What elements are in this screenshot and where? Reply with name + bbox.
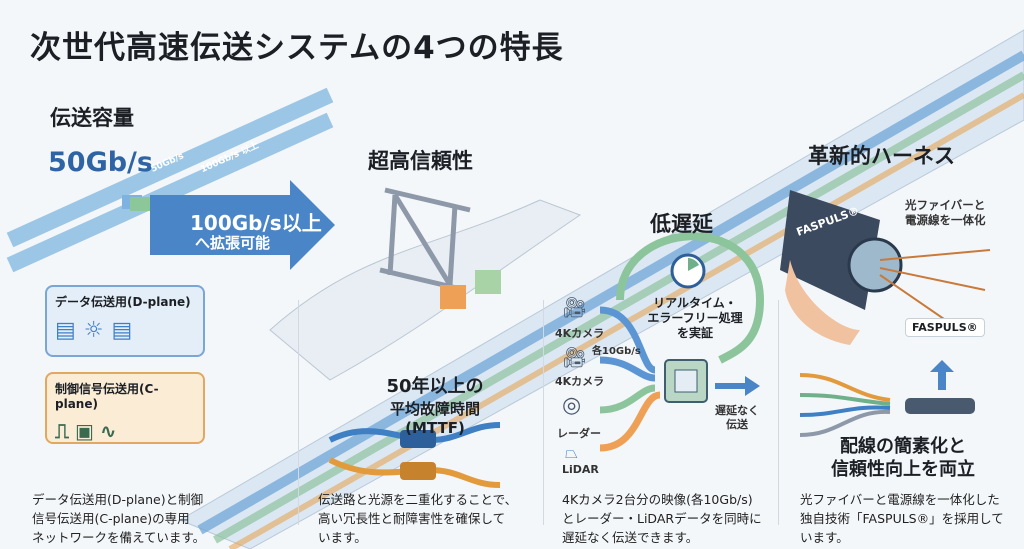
output-arrow xyxy=(715,376,760,396)
tower-icon xyxy=(379,187,471,293)
divider xyxy=(778,300,779,525)
document-icons: ▤☼▤ xyxy=(55,318,141,343)
data-packet xyxy=(440,285,466,309)
output-label: 遅延なく伝送 xyxy=(715,404,759,431)
wiring-simplify-icon xyxy=(799,360,975,437)
source-label: レーダー xyxy=(557,427,601,440)
redundant-loop xyxy=(269,199,582,381)
c-plane-box: 制御信号伝送用(C-plane) ⎍▣∿ xyxy=(45,372,205,444)
latency-description: 4Kカメラ2台分の映像(各10Gb/s)とレーダー・LiDARデータを同時に遅延… xyxy=(562,492,762,545)
stopwatch-icon xyxy=(670,253,706,289)
signal-chip-icons: ⎍▣∿ xyxy=(55,419,123,443)
radar-icon: ◎ xyxy=(562,393,582,418)
data-packet xyxy=(130,197,150,211)
source-label: 4Kカメラ xyxy=(555,375,605,388)
reliability-heading: 超高信頼性 xyxy=(368,149,473,173)
hand-icon xyxy=(785,260,860,345)
page-title: 次世代高速伝送システムの4つの特長 xyxy=(30,30,564,66)
upgrade-note: へ拡張可能 xyxy=(195,234,271,252)
camera-icon: 🎥︎ xyxy=(562,345,588,369)
divider xyxy=(298,300,299,525)
upgrade-rate: 100Gb/s以上 xyxy=(190,211,322,235)
latency-heading: 低遅延 xyxy=(650,212,713,236)
d-plane-label: データ伝送用(D-plane) xyxy=(55,295,191,309)
faspuls-cable-icon xyxy=(780,190,991,345)
loop-arrow xyxy=(616,232,765,364)
source-label: 4Kカメラ xyxy=(555,327,605,340)
source-label: LiDAR xyxy=(562,463,599,476)
lidar-icon: ⏢ xyxy=(565,443,578,462)
faspuls-label: FASPULS® xyxy=(905,318,985,337)
harness-description: 光ファイバーと電源線を一体化した独自技術「FASPULS®」を採用しています。 xyxy=(800,492,1004,545)
reliability-description: 伝送路と光源を二重化することで、高い冗長性と耐障害性を確保しています。 xyxy=(318,492,518,545)
capacity-lanes xyxy=(6,87,334,273)
c-plane-label: 制御信号伝送用(C-plane) xyxy=(55,382,159,411)
benefit-label: 配線の簡素化と信頼性向上を両立 xyxy=(831,436,975,480)
divider xyxy=(543,300,544,525)
upgrade-arrow xyxy=(150,180,335,270)
mttf-label: 50年以上の平均故障時間(MTTF) xyxy=(386,376,484,437)
current-rate: 50Gb/s xyxy=(48,147,153,178)
capacity-description: データ伝送用(D-plane)と制御信号伝送用(C-plane)の専用ネットワー… xyxy=(32,492,206,545)
capacity-heading: 伝送容量 xyxy=(50,106,134,130)
realtime-label: リアルタイム・エラーフリー処理を実証 xyxy=(647,296,743,340)
harness-heading: 革新的ハーネス xyxy=(808,144,955,168)
integrate-label: 光ファイバーと電源線を一体化 xyxy=(905,198,986,227)
d-plane-box: データ伝送用(D-plane) ▤☼▤ xyxy=(45,285,205,357)
dual-path-icon xyxy=(328,422,501,488)
input-arrows xyxy=(599,306,661,452)
processor-chip-icon xyxy=(664,359,708,403)
camera-icon: 🎥︎ xyxy=(562,295,588,319)
data-packet xyxy=(475,270,501,294)
rate-label: 各10Gb/s xyxy=(592,346,641,357)
